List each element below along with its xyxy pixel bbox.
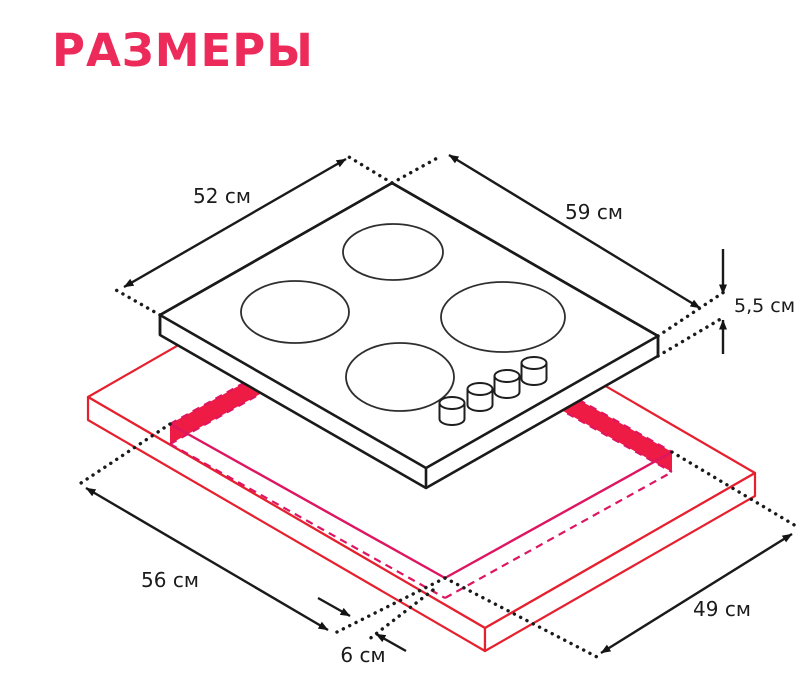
- front-margin-label: 6 см: [340, 643, 385, 667]
- page-title: РАЗМЕРЫ: [52, 24, 314, 77]
- hob-depth-label: 59 см: [565, 200, 623, 224]
- cutout-bottom-front-right-edge: [444, 471, 673, 599]
- dimension-arrow-left: [375, 632, 407, 653]
- extension-line: [76, 422, 172, 487]
- control-knob-3: [493, 369, 521, 399]
- burner-right: [440, 281, 566, 353]
- extension-line: [656, 315, 726, 358]
- control-knob-4: [520, 356, 548, 386]
- burner-back: [342, 223, 444, 281]
- dimension-arrow: [448, 153, 701, 310]
- dimension-cutout-width: 56 см: [76, 422, 447, 636]
- extension-line: [366, 588, 435, 642]
- hob-height-label: 5,5 см: [734, 295, 795, 317]
- dimension-hob-width: 52 см: [114, 155, 394, 317]
- cutout-back-left-edge: [169, 297, 398, 425]
- extension-line: [656, 290, 726, 338]
- dimension-hob-height: 5,5 см: [656, 249, 795, 358]
- dimension-arrow-right: [317, 596, 351, 618]
- dimension-cutout-depth: 49 см: [443, 450, 797, 660]
- extension-line: [670, 450, 797, 528]
- extension-line: [390, 154, 443, 185]
- cutout-depth-label: 49 см: [693, 597, 751, 621]
- extension-line: [331, 576, 447, 636]
- cutout-front-right-edge: [444, 450, 673, 580]
- dimension-front-margin: 6 см: [317, 588, 435, 667]
- dimension-arrow: [600, 532, 793, 655]
- extension-line: [443, 576, 601, 660]
- hob-width-label: 52 см: [193, 184, 251, 208]
- control-knob-1: [438, 396, 466, 426]
- burner-front: [345, 342, 455, 412]
- control-knob-2: [466, 382, 494, 412]
- extension-line: [114, 288, 162, 317]
- extension-line: [347, 155, 394, 185]
- dimension-hob-depth: 59 см: [390, 153, 726, 338]
- cutout-bottom-back-left-edge: [169, 317, 398, 445]
- cutout-width-label: 56 см: [141, 568, 199, 592]
- burner-left: [240, 280, 350, 344]
- dimension-arrow: [123, 157, 347, 289]
- dimension-arrow: [85, 486, 329, 632]
